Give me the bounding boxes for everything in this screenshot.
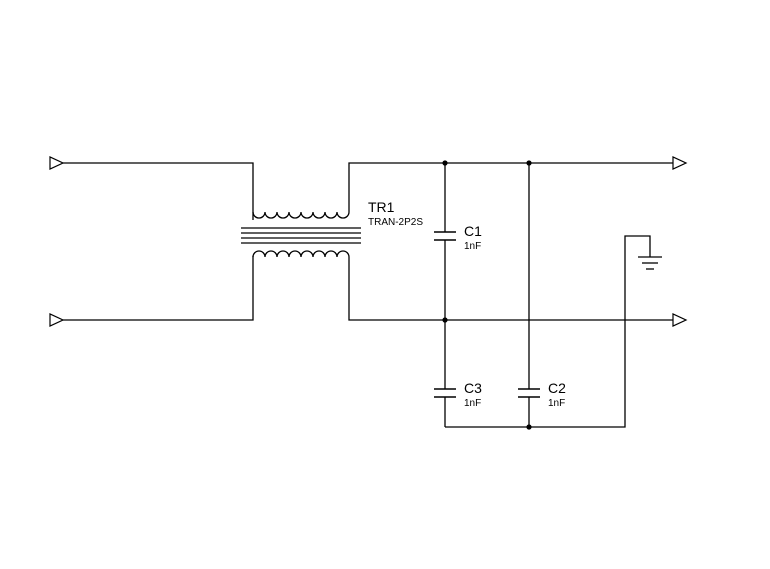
transformer-tr1[interactable]	[241, 211, 361, 258]
transformer-lower-winding	[252, 250, 350, 258]
capacitor-c1[interactable]	[434, 231, 456, 241]
wire-input-bottom	[63, 256, 254, 321]
output-terminal-top[interactable]	[672, 156, 688, 170]
transformer-upper-winding	[252, 211, 350, 219]
junction-dot	[442, 160, 448, 166]
c1-ref-label: C1	[464, 223, 482, 239]
wire-secondary-top	[348, 162, 673, 212]
wire-bottom-bus	[445, 235, 651, 428]
c3-ref-label: C3	[464, 380, 482, 396]
capacitor-c3[interactable]	[434, 388, 456, 398]
tr1-ref-label: TR1	[368, 199, 395, 215]
junction-dots	[442, 160, 532, 430]
c2-value-label: 1nF	[548, 398, 565, 409]
wire-input-top	[63, 162, 254, 220]
output-terminal-bottom[interactable]	[672, 313, 688, 327]
junction-dot	[526, 424, 532, 430]
junction-dot	[526, 160, 532, 166]
input-terminal-top[interactable]	[49, 156, 65, 170]
c3-value-label: 1nF	[464, 398, 481, 409]
wire-secondary-bottom	[348, 257, 673, 321]
junction-dot	[442, 317, 448, 323]
tr1-value-label: TRAN-2P2S	[368, 217, 423, 228]
transformer-core	[241, 227, 361, 244]
c1-value-label: 1nF	[464, 241, 481, 252]
c2-ref-label: C2	[548, 380, 566, 396]
input-terminal-bottom[interactable]	[49, 313, 65, 327]
capacitor-c2[interactable]	[518, 388, 540, 398]
ground-icon	[638, 256, 662, 270]
